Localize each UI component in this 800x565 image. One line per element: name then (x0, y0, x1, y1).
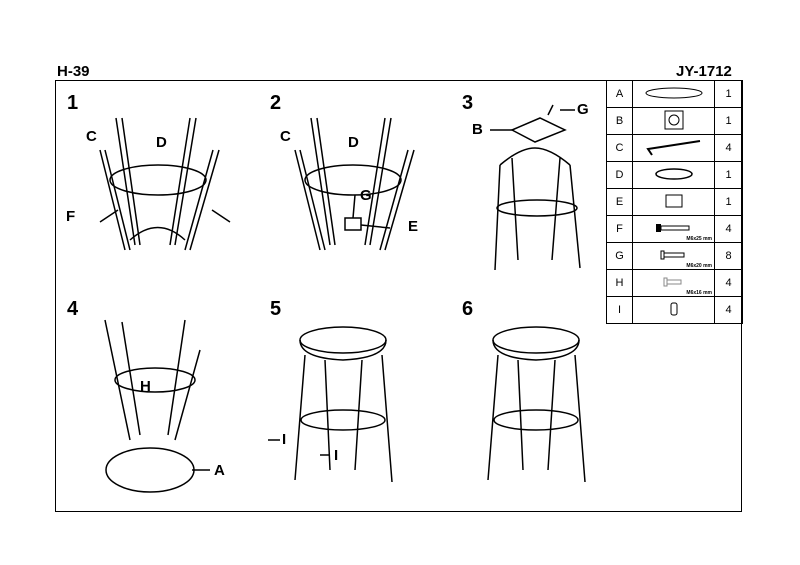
label-i: I (334, 447, 339, 464)
product-code: JY-1712 (676, 63, 732, 80)
step-number-2: 2 (270, 92, 282, 114)
step2-frame-drawing (294, 117, 415, 251)
label-a: A (214, 462, 225, 479)
swivel-plate-icon (664, 110, 683, 129)
label-f: F (66, 208, 76, 225)
step6-stool-drawing (487, 326, 586, 483)
label-b: B (472, 121, 483, 138)
step-number-6: 6 (462, 298, 474, 320)
label-d: D (348, 134, 359, 151)
step-number-4: 4 (67, 298, 79, 320)
label-g: G (577, 101, 589, 118)
footrest-ring-icon (654, 167, 693, 180)
label-c: C (86, 128, 97, 145)
label-h: H (140, 378, 151, 395)
seat-icon (645, 87, 702, 98)
mounting-plate-icon (665, 194, 682, 207)
step-number-5: 5 (270, 298, 282, 320)
step3-stool-drawing (490, 104, 581, 271)
step-number-3: 3 (462, 92, 474, 114)
model-name: H-39 (57, 63, 90, 80)
step-number-1: 1 (67, 92, 79, 114)
foot-cap-icon (670, 302, 677, 315)
step5-stool-drawing (268, 326, 393, 483)
label-d: D (156, 134, 167, 151)
step4-frame-drawing (104, 319, 210, 493)
step1-frame-drawing (99, 117, 231, 251)
bolt-icon (660, 250, 684, 259)
bolt-icon (663, 277, 681, 286)
label-g: G (360, 187, 372, 204)
label-c: C (280, 128, 291, 145)
bolt-icon (655, 223, 689, 232)
label-i: I (282, 431, 287, 448)
label-e: E (408, 218, 419, 235)
allen-key-icon (645, 139, 700, 156)
